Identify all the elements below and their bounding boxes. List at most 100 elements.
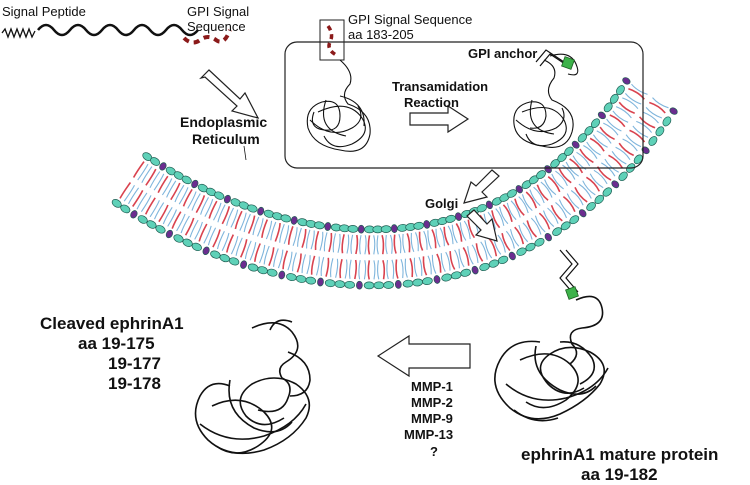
lipid-tail: [459, 222, 467, 241]
lipid-head: [356, 280, 363, 290]
lipid-tail: [213, 202, 222, 221]
lipid-tail: [471, 244, 479, 263]
lipid-tail: [381, 234, 385, 255]
lipid-tail: [158, 204, 169, 223]
lipid-tail: [431, 254, 437, 274]
lipid-head: [616, 85, 625, 96]
lipid-tail: [323, 232, 328, 252]
lipid-head: [648, 136, 658, 146]
transamidation-arrow: [409, 104, 470, 134]
lipid-tail: [583, 145, 598, 159]
lipid-tail: [279, 224, 285, 243]
lipid-tail: [402, 233, 406, 254]
lipid-tail: [436, 253, 442, 273]
lipid-head: [380, 225, 392, 233]
mmp-cleavage-arrow: [376, 334, 471, 378]
lipid-tail: [611, 151, 627, 165]
lipid-tail: [491, 210, 501, 229]
lipid-tail: [137, 163, 149, 181]
lipid-head: [536, 170, 546, 180]
lipid-head: [515, 185, 523, 194]
lipid-tail: [526, 220, 538, 238]
lipid-tail: [270, 221, 277, 241]
gpi-signal-highlight-box: [319, 19, 345, 61]
lipid-tail: [119, 182, 132, 199]
lipid-tail: [398, 234, 402, 254]
lipid-tail: [306, 229, 311, 249]
lipid-tail: [495, 208, 505, 226]
lipid-tail: [440, 253, 446, 272]
lipid-head: [347, 225, 359, 233]
lipid-head: [150, 157, 161, 166]
label-mmp-1: MMP-1: [411, 379, 453, 394]
label-gpi-anchor: GPI anchor: [468, 46, 538, 61]
lipid-tail: [184, 217, 195, 236]
label-mmp-9: MMP-9: [411, 411, 453, 426]
lipid-tail: [195, 195, 206, 213]
lipid-head: [324, 222, 332, 231]
lipid-tail: [615, 106, 632, 119]
er-pointer-line: [243, 145, 247, 161]
lipid-tail: [162, 207, 173, 225]
lipid-head: [618, 171, 628, 182]
lipid-tail: [234, 210, 243, 230]
label-gpi-signal-top-1: GPI Signal: [187, 4, 250, 19]
lipid-tail: [622, 97, 639, 110]
lipid-head: [552, 227, 563, 236]
precursor-protein: [1, 23, 232, 45]
label-cleaved-range-2: 19-177: [108, 354, 161, 373]
lipid-head: [334, 280, 346, 288]
lipid-head: [471, 265, 479, 275]
lipid-tail: [310, 230, 315, 250]
lipid-tail: [534, 215, 546, 233]
lipid-tail: [636, 120, 653, 133]
lipid-tail: [382, 259, 386, 280]
lipid-tail: [243, 213, 251, 233]
lipid-head: [413, 221, 425, 230]
lipid-tail: [555, 170, 568, 187]
lipid-tail: [547, 207, 559, 224]
lipid-tail: [525, 191, 538, 209]
lipid-tail: [296, 253, 302, 273]
lipid-head: [564, 146, 574, 156]
lipid-tail: [182, 188, 193, 207]
lipid-tail: [501, 233, 511, 252]
lipid-tail: [341, 234, 345, 254]
lipid-tail: [320, 257, 325, 277]
label-gpi-signal-box-2: aa 183-205: [348, 27, 414, 42]
lipid-tail: [145, 168, 157, 186]
lipid-tail: [239, 212, 247, 231]
lipid-tail: [230, 236, 239, 255]
signal-peptide-zigzag: [1, 27, 36, 39]
lipid-head: [479, 262, 490, 272]
lipid-tail: [256, 218, 264, 237]
lipid-tail: [618, 101, 635, 115]
lipid-tail: [258, 244, 266, 264]
lipid-tail: [455, 223, 463, 242]
lipid-tail: [540, 181, 553, 198]
lipid-head: [390, 224, 398, 233]
lipid-tail: [409, 257, 414, 278]
lipid-tail: [247, 215, 256, 234]
lipid-tail: [189, 219, 199, 238]
lipid-tail: [447, 225, 454, 245]
lipid-head: [247, 263, 259, 272]
lipid-tail: [538, 212, 551, 230]
lipid-tail: [593, 169, 608, 185]
lipid-tail: [235, 237, 243, 256]
lipid-head: [423, 220, 431, 229]
lipid-head: [412, 278, 424, 287]
er-inset-box: [284, 41, 644, 169]
lipid-tail: [586, 141, 601, 156]
lipid-tail: [572, 155, 587, 170]
lipid-tail: [217, 204, 226, 223]
arrow-to-golgi: [463, 169, 500, 204]
lipid-head: [633, 154, 643, 165]
lipid-head: [165, 229, 173, 239]
lipid-tail: [315, 256, 320, 276]
lipid-head: [655, 126, 665, 137]
lipid-tail: [582, 180, 596, 196]
lipid-tail: [431, 229, 437, 249]
lipid-tail: [502, 204, 513, 222]
lipid-tail: [514, 226, 525, 245]
